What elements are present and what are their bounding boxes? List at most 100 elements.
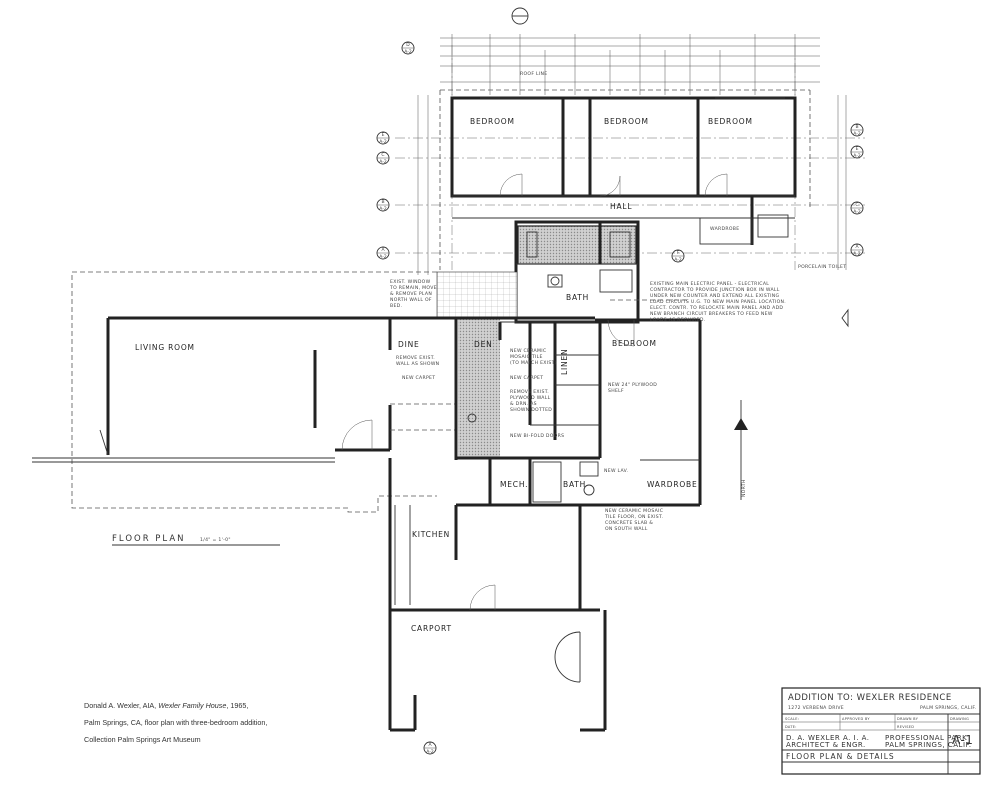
svg-text:A-2: A-2 <box>404 49 412 55</box>
svg-text:REMOVE EXIST.: REMOVE EXIST. <box>510 389 549 395</box>
section-marker: EA-2 <box>850 145 864 159</box>
room-label-bath: BATH <box>566 293 589 302</box>
room-label-mech: MECH. <box>500 480 528 489</box>
plan-title: FLOOR PLAN 1/4" = 1'-0" <box>112 534 231 544</box>
svg-text:A-2: A-2 <box>379 139 387 145</box>
svg-text:NORTH WALL OF: NORTH WALL OF <box>390 297 432 303</box>
svg-text:E: E <box>382 132 385 138</box>
caption-line-1: Donald A. Wexler, AIA, Wexler Family Hou… <box>84 701 249 710</box>
svg-text:A-2: A-2 <box>379 159 387 165</box>
section-marker: DA-2 <box>401 41 415 55</box>
svg-text:REMOVE EXIST.: REMOVE EXIST. <box>396 355 435 361</box>
svg-text:A-2: A-2 <box>853 153 861 159</box>
room-label-wardrobe: WARDROBE <box>647 480 698 489</box>
living-room-walls <box>32 316 392 463</box>
svg-text:B: B <box>855 124 858 130</box>
room-label-bedroom: BEDROOM <box>708 117 753 126</box>
svg-text:& DRN. AS: & DRN. AS <box>510 401 537 407</box>
section-marker: AA-2 <box>376 246 390 260</box>
svg-text:ON SOUTH WALL: ON SOUTH WALL <box>605 526 648 532</box>
svg-text:ROOF LINE: ROOF LINE <box>520 71 547 77</box>
title-block-firm: ARCHITECT & ENGR. <box>786 741 866 749</box>
caption-line-2: Palm Springs, CA, floor plan with three-… <box>84 718 268 727</box>
svg-text:E: E <box>856 146 859 152</box>
svg-text:LOADS AS REQUIRED.: LOADS AS REQUIRED. <box>650 317 705 323</box>
museum-caption: Donald A. Wexler, AIA, Wexler Family Hou… <box>84 697 324 748</box>
svg-text:A: A <box>855 244 859 250</box>
section-marker: BA-2 <box>850 123 864 137</box>
svg-text:NEW LAV.: NEW LAV. <box>604 468 628 474</box>
mech-bath <box>456 458 600 507</box>
svg-text:PORCELAIN TOILET: PORCELAIN TOILET <box>798 264 846 270</box>
title-block-architect: D. A. WEXLER A. I. A. <box>786 734 870 742</box>
svg-text:D: D <box>406 42 410 48</box>
svg-text:A-2: A-2 <box>426 749 434 755</box>
room-label-living-room: LIVING ROOM <box>135 343 195 352</box>
annotation-notes: ROOF LINE REMOVE EXIST. WALL AS SHOWN NE… <box>389 71 846 532</box>
svg-text:TILE FLOOR, ON EXIST.: TILE FLOOR, ON EXIST. <box>604 514 663 520</box>
svg-text:EXISTING MAIN ELECTRIC PANEL -: EXISTING MAIN ELECTRIC PANEL - ELECTRICA… <box>650 281 769 287</box>
room-labels: BEDROOM BEDROOM BEDROOM HALL BATH LIVING… <box>135 117 753 633</box>
title-block-project: ADDITION TO: WEXLER RESIDENCE <box>788 693 952 703</box>
svg-text:BED.: BED. <box>390 303 402 309</box>
svg-text:SHOWN DOTTED: SHOWN DOTTED <box>510 407 552 413</box>
svg-text:NEW CARPET: NEW CARPET <box>402 375 435 381</box>
svg-text:NEW CARPET: NEW CARPET <box>510 375 543 381</box>
svg-text:(TO MATCH EXIST): (TO MATCH EXIST) <box>510 360 557 366</box>
svg-text:A: A <box>428 742 432 748</box>
room-label-linen: LINEN <box>560 349 569 375</box>
north-label: NORTH <box>741 479 747 497</box>
svg-text:B: B <box>381 199 384 205</box>
svg-text:DATE:: DATE: <box>785 725 797 729</box>
svg-text:NEW 24" PLYWOOD: NEW 24" PLYWOOD <box>608 382 657 388</box>
svg-text:MOSAIC TILE: MOSAIC TILE <box>510 354 543 360</box>
room-label-kitchen: KITCHEN <box>412 530 450 539</box>
svg-text:PLYWOOD WALL: PLYWOOD WALL <box>510 395 551 401</box>
title-block-address: 1272 VERBENA DRIVE <box>788 705 844 711</box>
svg-text:DRAWING: DRAWING <box>950 717 969 721</box>
caption-line-3: Collection Palm Springs Art Museum <box>84 735 201 744</box>
north-arrow <box>734 400 748 500</box>
svg-text:A-2: A-2 <box>853 131 861 137</box>
room-label-hall: HALL <box>610 202 632 211</box>
svg-text:LOAD CIRCUITS U.G. TO NEW MAIN: LOAD CIRCUITS U.G. TO NEW MAIN PANEL LOC… <box>650 299 786 305</box>
title-block-office: PROFESSIONAL PARK <box>885 734 967 742</box>
svg-text:CONTRACTOR TO PROVIDE JUNCTION: CONTRACTOR TO PROVIDE JUNCTION BOX IN WA… <box>650 287 780 293</box>
title-block-office-city: PALM SPRINGS, CALIF. <box>885 741 972 749</box>
title-block-sheet-number: A-1 <box>952 733 973 747</box>
svg-text:NEW CERAMIC: NEW CERAMIC <box>510 348 546 354</box>
caption-work-title: Wexler Family House <box>158 701 227 710</box>
svg-text:REVISED: REVISED <box>897 725 914 729</box>
svg-text:UNDER NEW COUNTER AND EXTEND A: UNDER NEW COUNTER AND EXTEND ALL EXISTIN… <box>650 293 780 299</box>
section-marker: CA-2 <box>376 151 390 165</box>
svg-text:C: C <box>855 202 858 208</box>
top-section-symbol <box>511 7 529 25</box>
bedroom-addition <box>439 89 811 270</box>
kitchen <box>388 458 600 612</box>
svg-text:A-2: A-2 <box>853 209 861 215</box>
plan-scale-text: 1/4" = 1'-0" <box>200 537 231 543</box>
title-block-city: PALM SPRINGS, CALIF. <box>920 705 976 711</box>
svg-text:ELECT. CONTR. TO RELOCATE MAIN: ELECT. CONTR. TO RELOCATE MAIN PANEL AND… <box>650 305 783 311</box>
plan-title-text: FLOOR PLAN <box>112 534 186 544</box>
svg-text:& REMOVE PLAN: & REMOVE PLAN <box>390 291 432 297</box>
title-block-sheet-title: FLOOR PLAN & DETAILS <box>786 752 895 761</box>
svg-text:A-2: A-2 <box>853 251 861 257</box>
existing-bedroom <box>595 318 702 507</box>
section-marker: BA-2 <box>376 198 390 212</box>
top-dimension-strings <box>440 34 820 95</box>
room-label-carport: CARPORT <box>411 624 452 633</box>
room-label-bedroom: BEDROOM <box>470 117 515 126</box>
svg-text:A-2: A-2 <box>674 257 682 263</box>
svg-text:F: F <box>677 250 680 256</box>
carport <box>388 610 607 732</box>
room-label-bedroom: BEDROOM <box>604 117 649 126</box>
svg-text:WALL AS SHOWN: WALL AS SHOWN <box>396 361 439 367</box>
svg-text:A-2: A-2 <box>379 206 387 212</box>
svg-text:SHELF: SHELF <box>608 388 624 394</box>
svg-text:TO REMAIN, MOVE: TO REMAIN, MOVE <box>389 285 437 291</box>
room-label-den: DEN <box>474 340 493 349</box>
section-marker: AA-2 <box>423 741 437 755</box>
room-label-bedroom: BEDROOM <box>612 339 657 348</box>
